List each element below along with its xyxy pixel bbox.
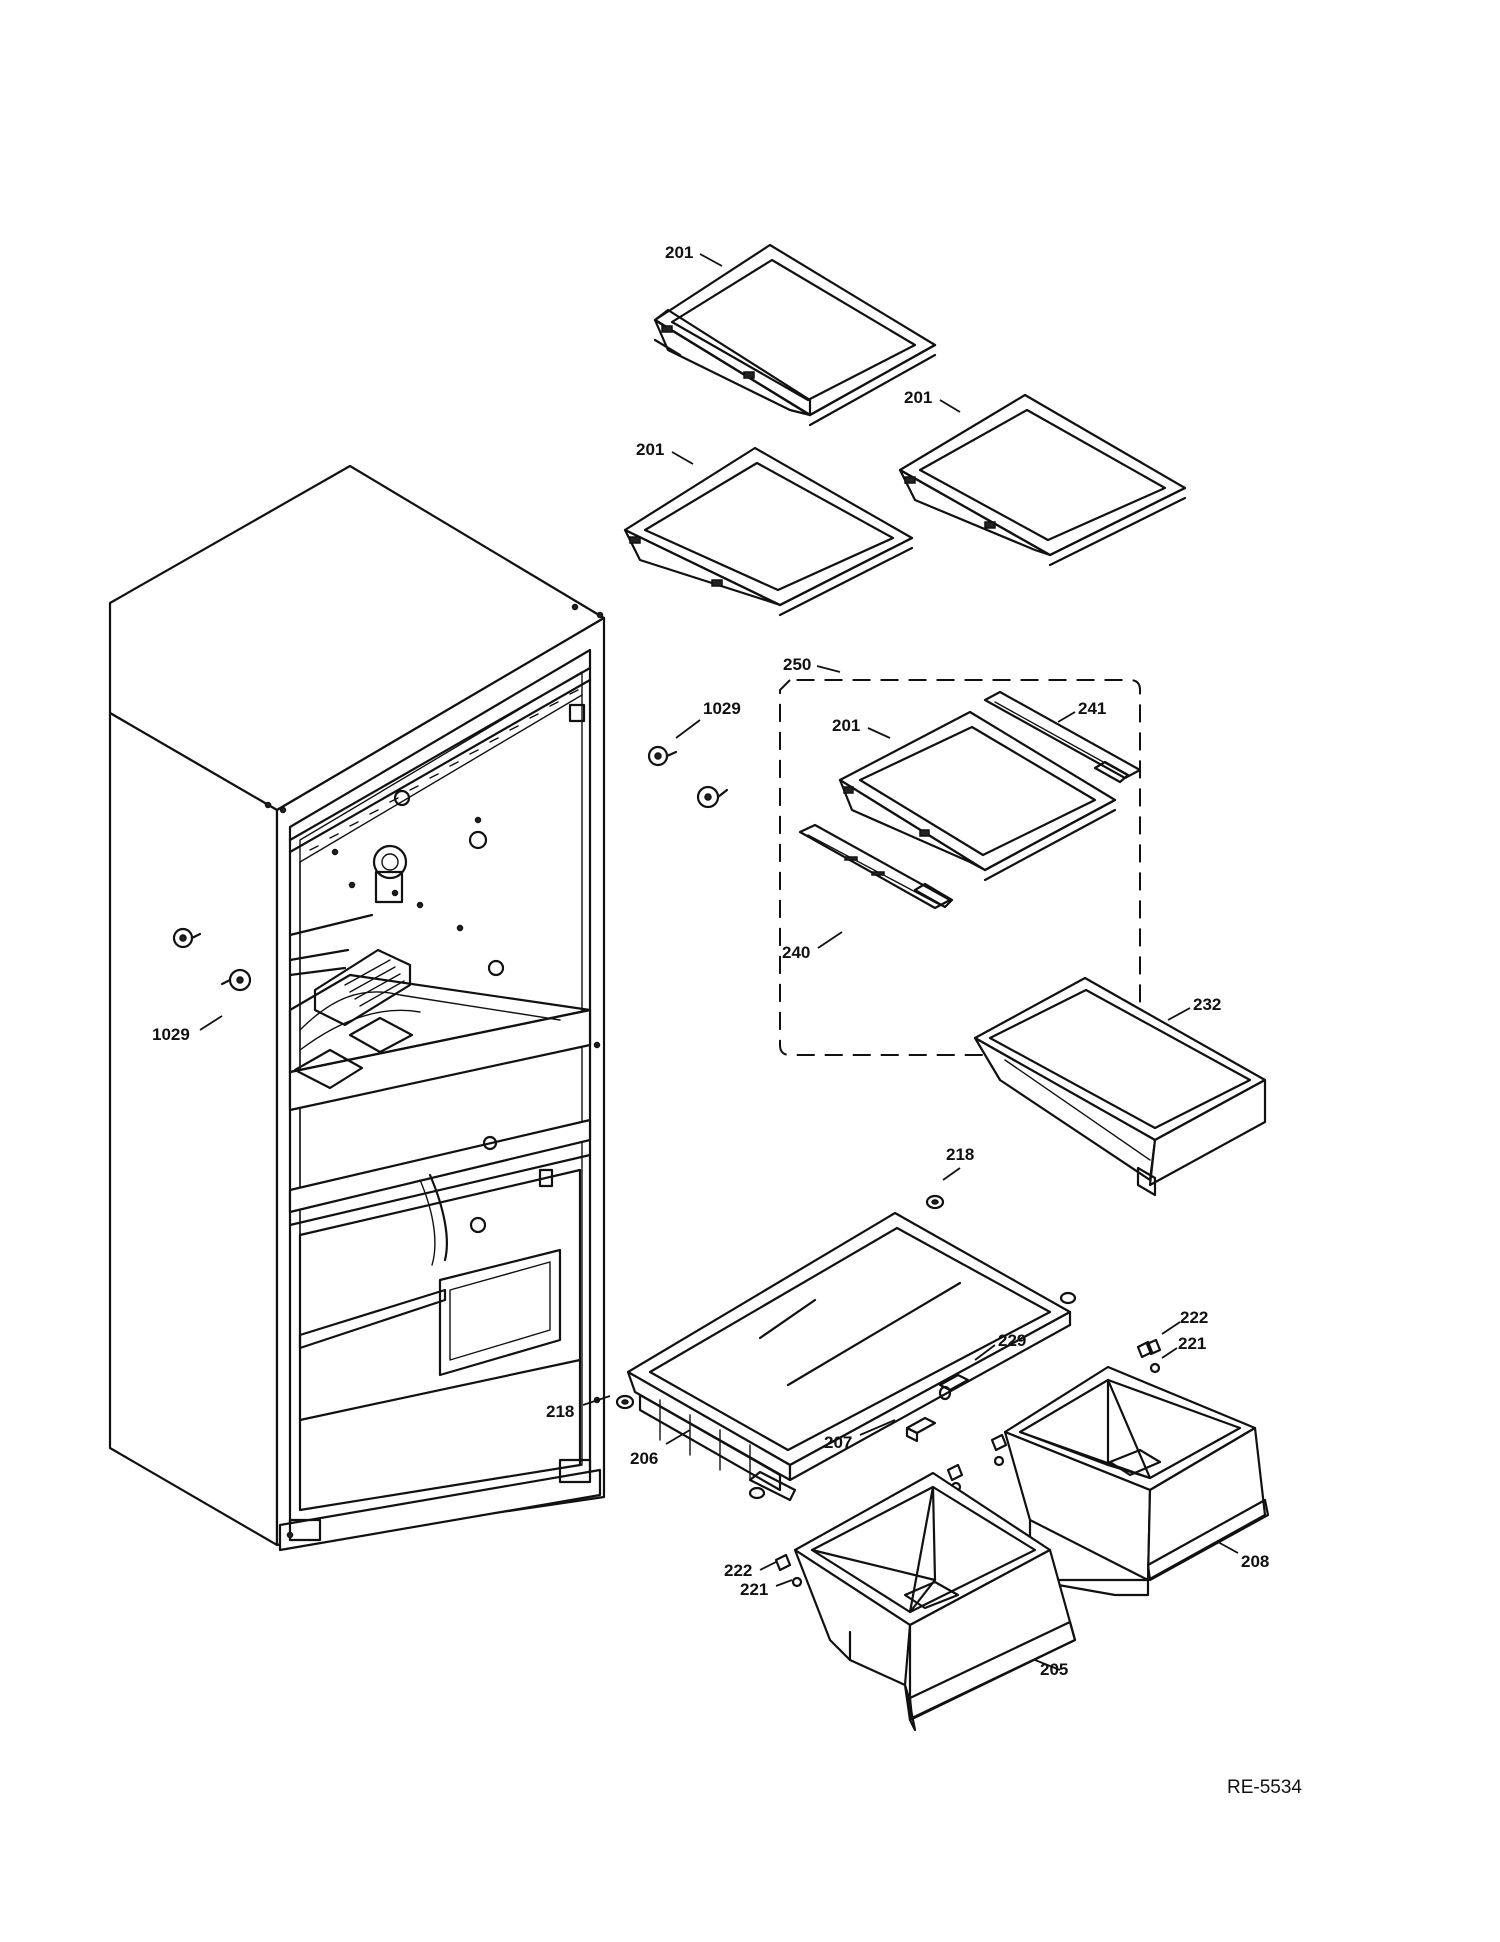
callout-labels: 201 201 201 250 201 241 240 1029 1029 23… — [152, 243, 1269, 1679]
clip-207 — [905, 1416, 937, 1443]
glass-shelf-201-top — [653, 243, 937, 427]
refrigerator-cabinet — [108, 464, 606, 1552]
callout-232: 232 — [1193, 995, 1221, 1014]
spacer-218 — [615, 1194, 1077, 1500]
callout-208: 208 — [1241, 1552, 1269, 1571]
clip-229 — [938, 1373, 970, 1401]
glass-shelf-201-right — [898, 393, 1187, 567]
callout-218: 218 — [946, 1145, 974, 1164]
callout-201: 201 — [832, 716, 860, 735]
callout-241: 241 — [1078, 699, 1106, 718]
crisper-drawer-208 — [1003, 1365, 1270, 1597]
leader-lines — [199, 253, 1239, 1671]
shelf-kit-250 — [779, 679, 1142, 1056]
callout-206: 206 — [630, 1449, 658, 1468]
roller-221-222 — [774, 1338, 1162, 1588]
callout-1029: 1029 — [703, 699, 741, 718]
callout-201: 201 — [636, 440, 664, 459]
callout-218: 218 — [546, 1402, 574, 1421]
callout-201: 201 — [904, 388, 932, 407]
callout-229: 229 — [998, 1331, 1026, 1350]
crisper-drawer-205 — [793, 1471, 1077, 1732]
callout-221: 221 — [1178, 1334, 1206, 1353]
callout-207: 207 — [824, 1433, 852, 1452]
callout-222: 222 — [724, 1561, 752, 1580]
callout-250: 250 — [783, 655, 811, 674]
callout-222: 222 — [1180, 1308, 1208, 1327]
deli-drawer-232 — [973, 976, 1267, 1197]
drawing-code: RE-5534 — [1227, 1777, 1302, 1798]
crisper-cover-206 — [626, 1211, 1072, 1502]
glass-shelf-201-left — [623, 446, 914, 617]
callout-205: 205 — [1040, 1660, 1068, 1679]
callout-201: 201 — [665, 243, 693, 262]
callout-240: 240 — [782, 943, 810, 962]
shelf-support-1029 — [172, 745, 729, 992]
callout-1029: 1029 — [152, 1025, 190, 1044]
callout-221: 221 — [740, 1580, 768, 1599]
